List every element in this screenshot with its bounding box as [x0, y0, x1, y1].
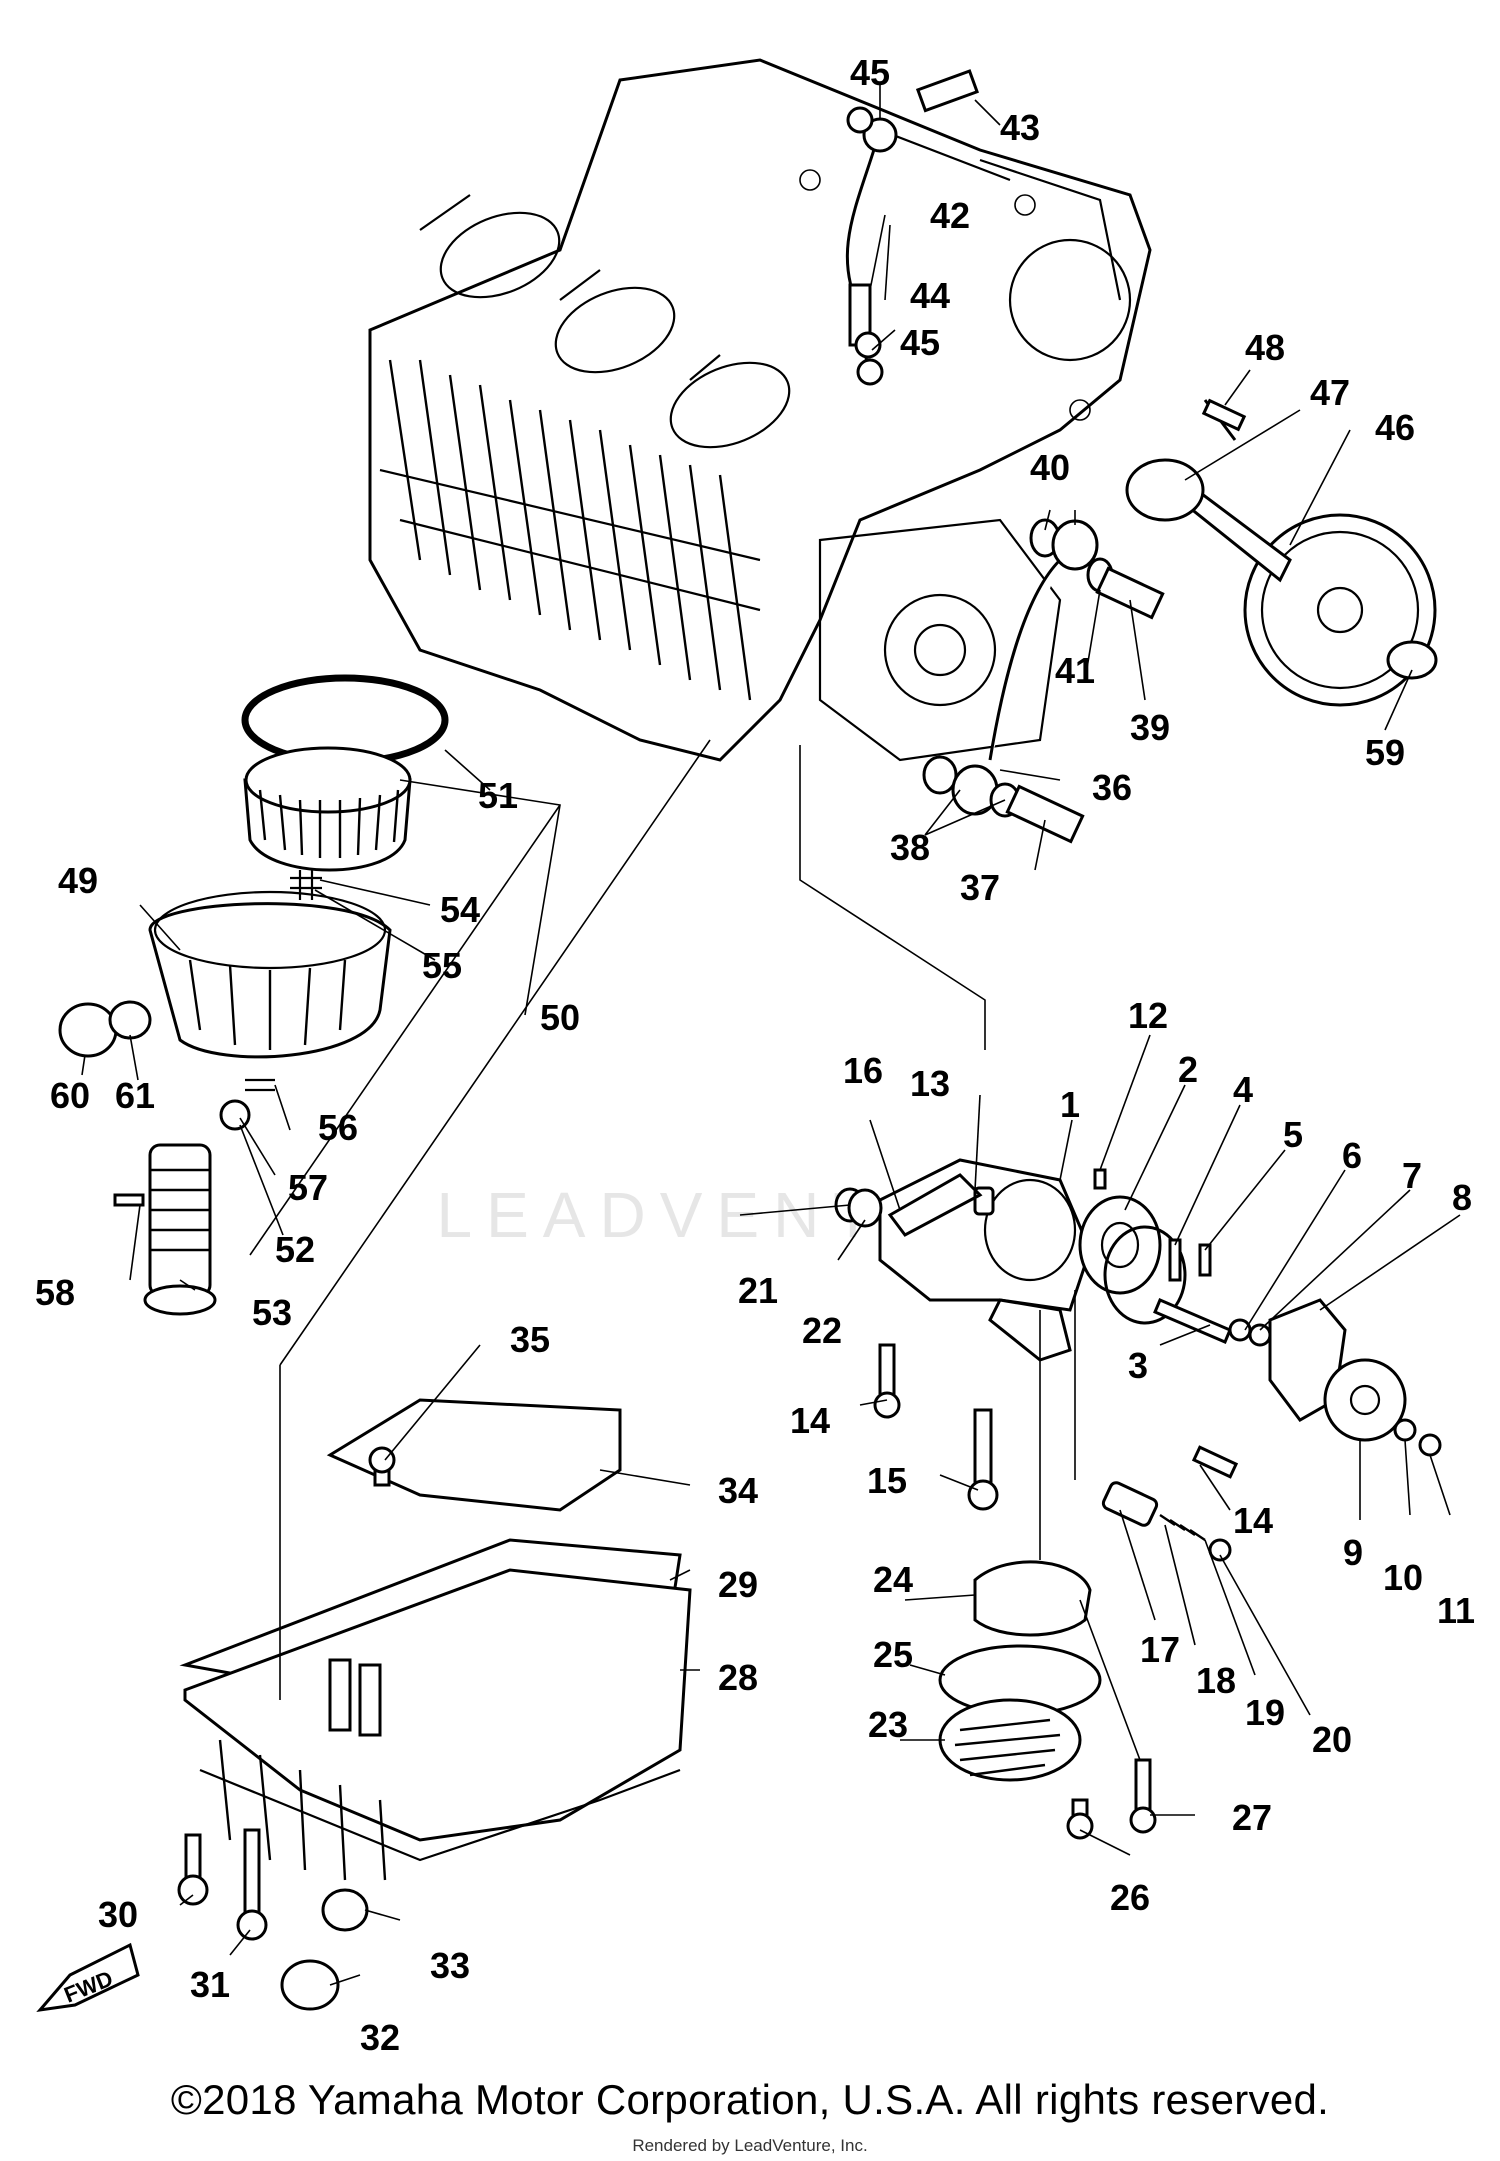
callout-59: 59: [1365, 732, 1405, 773]
callout-5: 5: [1283, 1114, 1303, 1155]
callout-26: 26: [1110, 1877, 1150, 1918]
callout-57: 57: [288, 1167, 328, 1208]
callout-20: 20: [1312, 1719, 1352, 1760]
leader-lines: [81, 85, 1461, 1986]
callout-50: 50: [540, 997, 580, 1038]
crankcase-drawing: [368, 58, 1152, 762]
callout-31: 31: [190, 1964, 230, 2005]
callout-48: 48: [1245, 327, 1285, 368]
callout-55: 55: [422, 945, 462, 986]
callout-4: 4: [1233, 1069, 1253, 1110]
callout-24: 24: [873, 1559, 913, 1600]
callout-2: 2: [1178, 1049, 1198, 1090]
callout-47: 47: [1310, 372, 1350, 413]
callout-61: 61: [115, 1075, 155, 1116]
callout-46: 46: [1375, 407, 1415, 448]
callout-10: 10: [1383, 1557, 1423, 1598]
oil-filter-assembly-drawing: [58, 674, 449, 1316]
callout-51: 51: [478, 775, 518, 816]
fwd-arrow: FWD: [36, 1942, 140, 2013]
callout-13: 13: [910, 1063, 950, 1104]
callout-32: 32: [360, 2017, 400, 2058]
callout-43: 43: [1000, 107, 1040, 148]
copyright-notice: ©2018 Yamaha Motor Corporation, U.S.A. A…: [170, 2076, 1330, 2123]
callout-18: 18: [1196, 1660, 1236, 1701]
oil-delivery-pipe-drawing: [845, 69, 979, 386]
callout-52: 52: [275, 1229, 315, 1270]
callout-17: 17: [1140, 1629, 1180, 1670]
callout-7: 7: [1402, 1155, 1422, 1196]
callout-21: 21: [738, 1270, 778, 1311]
callout-54: 54: [440, 889, 480, 930]
callout-11: 11: [1437, 1590, 1475, 1631]
callout-9: 9: [1343, 1532, 1363, 1573]
callout-33: 33: [430, 1945, 470, 1986]
callout-numbers: 1 2 3 4 5 6 7 8 9 10 11 12 13 14 14 15 1…: [35, 52, 1475, 2058]
rendered-by-note: Rendered by LeadVenture, Inc.: [632, 2136, 868, 2155]
callout-15: 15: [867, 1460, 907, 1501]
callout-30: 30: [98, 1894, 138, 1935]
callout-42: 42: [930, 195, 970, 236]
oil-pump-drawing: [834, 1158, 1442, 1840]
callout-25: 25: [873, 1634, 913, 1675]
callout-45-a: 45: [850, 52, 890, 93]
callout-1: 1: [1060, 1084, 1080, 1125]
callout-14-a: 14: [790, 1400, 830, 1441]
callout-37: 37: [960, 867, 1000, 908]
oil-pump-drive-gear-drawing: [1125, 398, 1438, 707]
callout-12: 12: [1128, 995, 1168, 1036]
callout-14-b: 14: [1233, 1500, 1273, 1541]
callout-36: 36: [1092, 767, 1132, 808]
callout-28: 28: [718, 1657, 758, 1698]
callout-23: 23: [868, 1704, 908, 1745]
callout-38: 38: [890, 827, 930, 868]
callout-49: 49: [58, 860, 98, 901]
callout-27: 27: [1232, 1797, 1272, 1838]
callout-53: 53: [252, 1292, 292, 1333]
callout-58: 58: [35, 1272, 75, 1313]
callout-44: 44: [910, 275, 950, 316]
callout-56: 56: [318, 1107, 358, 1148]
callout-6: 6: [1342, 1135, 1362, 1176]
oil-pan-drawing: [177, 1398, 692, 2011]
callout-22: 22: [802, 1310, 842, 1351]
callout-39: 39: [1130, 707, 1170, 748]
callout-40: 40: [1030, 447, 1070, 488]
callout-35: 35: [510, 1319, 550, 1360]
callout-29: 29: [718, 1564, 758, 1605]
callout-34: 34: [718, 1470, 758, 1511]
callout-45-b: 45: [900, 322, 940, 363]
callout-16: 16: [843, 1050, 883, 1091]
callout-3: 3: [1128, 1345, 1148, 1386]
callout-19: 19: [1245, 1692, 1285, 1733]
callout-41: 41: [1055, 650, 1095, 691]
callout-60: 60: [50, 1075, 90, 1116]
callout-8: 8: [1452, 1177, 1472, 1218]
